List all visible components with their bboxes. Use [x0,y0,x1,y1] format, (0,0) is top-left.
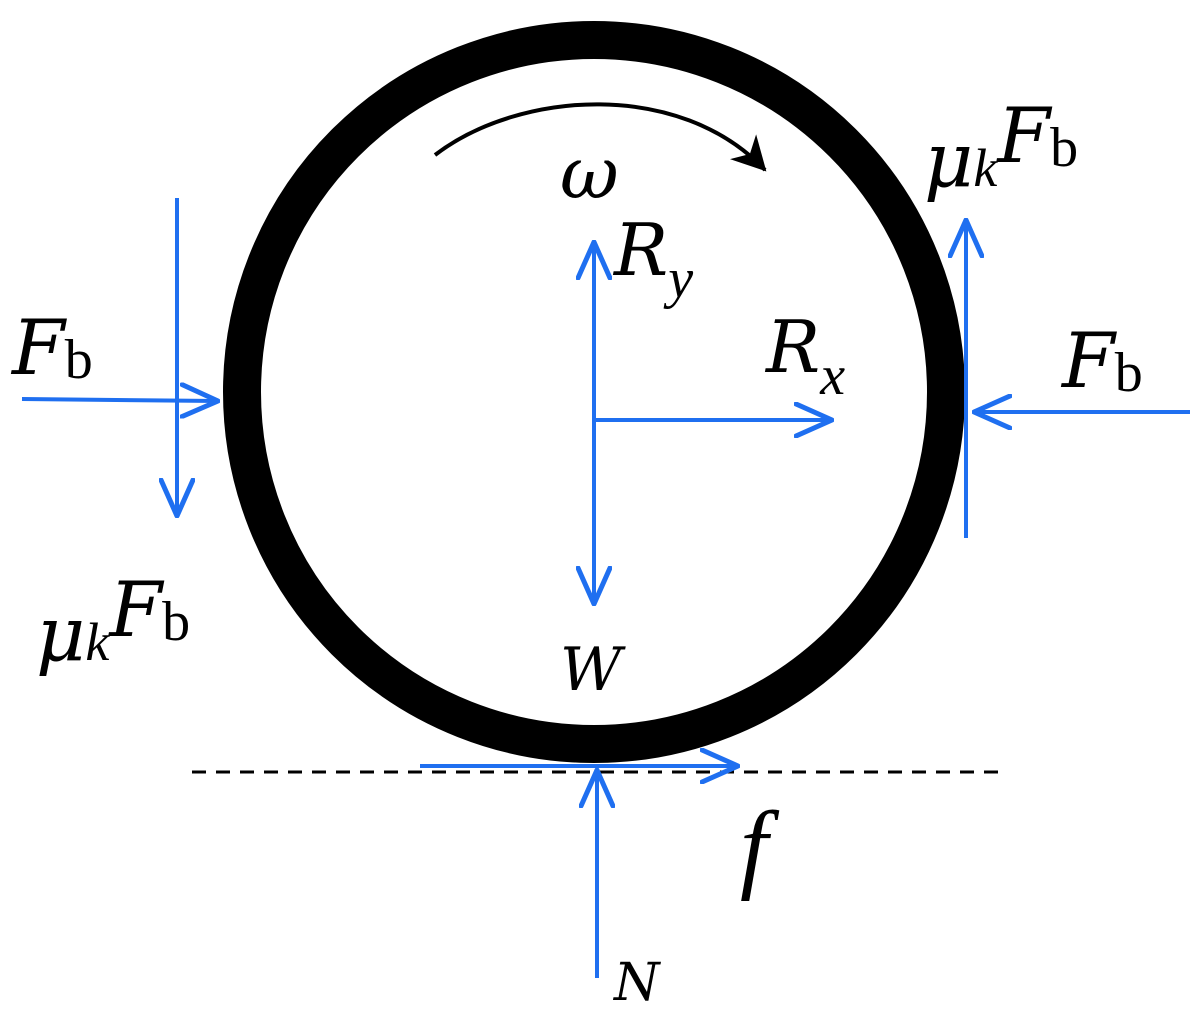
f-label: f [740,791,780,902]
mu-k-fb-left-label: μkFb [36,565,190,678]
omega-label: ω [560,131,619,215]
fb-right-label: Fb [1060,316,1143,405]
mu-k-fb-right-label: μkFb [924,91,1078,204]
wheel-rim [223,21,965,763]
fb-left-arrow [21,399,218,401]
w-label: W [560,635,626,705]
n-label: N [612,953,661,1013]
rx-label: Rx [764,305,845,407]
rotation-arrow [433,102,767,172]
force-arrows [21,198,1190,978]
ry-label: Ry [612,208,693,310]
fb-left-label: Fb [10,303,93,392]
